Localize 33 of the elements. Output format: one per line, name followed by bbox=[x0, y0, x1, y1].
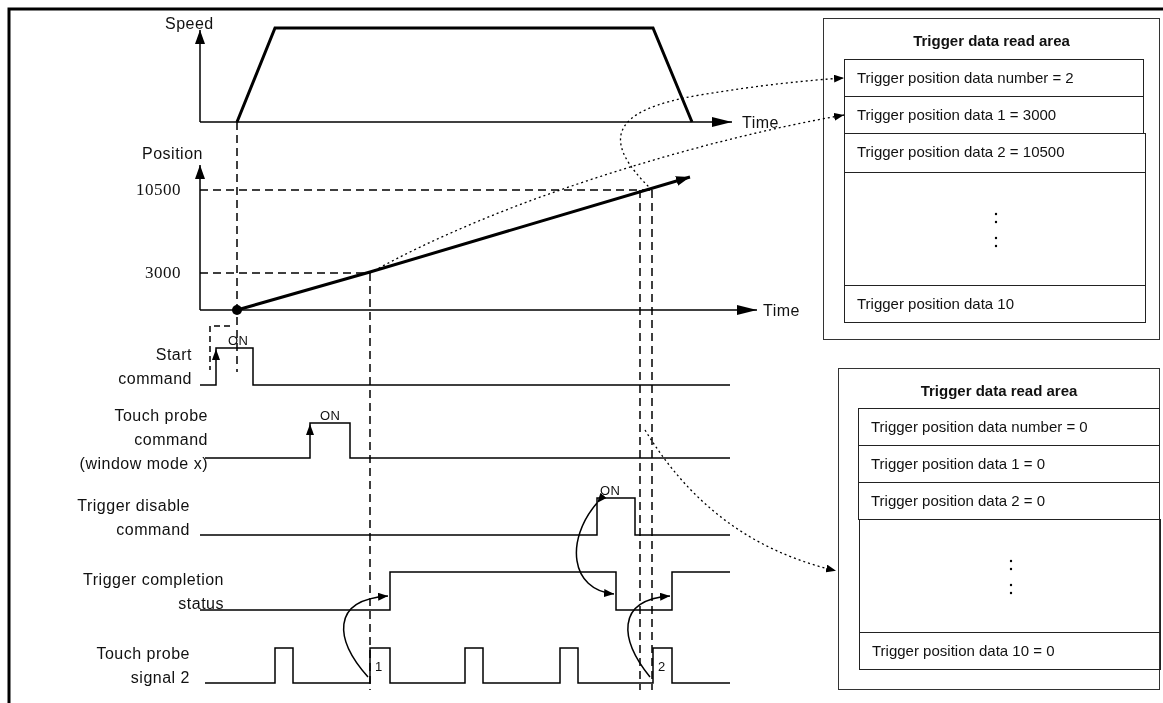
memory-cell bbox=[844, 172, 1146, 286]
memory-cell: Trigger position data 2 = 10500 bbox=[844, 133, 1146, 173]
panel-title: Trigger data read area bbox=[912, 31, 1071, 51]
state-label: ON bbox=[228, 334, 249, 348]
axis-label: Time bbox=[742, 113, 779, 133]
axis-label: Time bbox=[763, 301, 800, 321]
memory-cell: Trigger position data 10 = 0 bbox=[859, 632, 1161, 670]
memory-cell: Trigger position data 2 = 0 bbox=[858, 482, 1160, 520]
pulse-number: 2 bbox=[658, 660, 666, 674]
axis-label: Speed bbox=[165, 14, 214, 34]
memory-cell bbox=[859, 519, 1161, 633]
signal-label: Trigger completion status bbox=[82, 570, 224, 614]
memory-cell: Trigger position data number = 2 bbox=[844, 59, 1144, 97]
signal-label: Start command bbox=[117, 345, 192, 389]
dotted-arrow bbox=[369, 112, 845, 274]
memory-area-panel bbox=[838, 368, 1160, 690]
memory-cell: Trigger position data 1 = 0 bbox=[858, 445, 1160, 483]
signal-label: Touch probe signal 2 bbox=[95, 644, 190, 688]
dotted-arrow bbox=[619, 74, 845, 191]
panel-title: Trigger data read area bbox=[919, 381, 1079, 401]
memory-cell: Trigger position data 10 bbox=[844, 285, 1146, 323]
signal-label: Touch probe command (window mode x) bbox=[78, 406, 208, 474]
memory-area-panel bbox=[823, 18, 1160, 340]
axis-label: Position bbox=[142, 144, 203, 164]
signal-label: Trigger disable command bbox=[76, 496, 190, 540]
tick-label: 3000 bbox=[145, 262, 181, 284]
state-label: ON bbox=[320, 409, 341, 423]
state-label: ON bbox=[600, 484, 621, 498]
memory-cell: Trigger position data 1 = 3000 bbox=[844, 96, 1144, 134]
pulse-number: 1 bbox=[375, 660, 383, 674]
dotted-arrow bbox=[644, 429, 837, 573]
tick-label: 10500 bbox=[136, 179, 181, 201]
memory-cell: Trigger position data number = 0 bbox=[858, 408, 1160, 446]
